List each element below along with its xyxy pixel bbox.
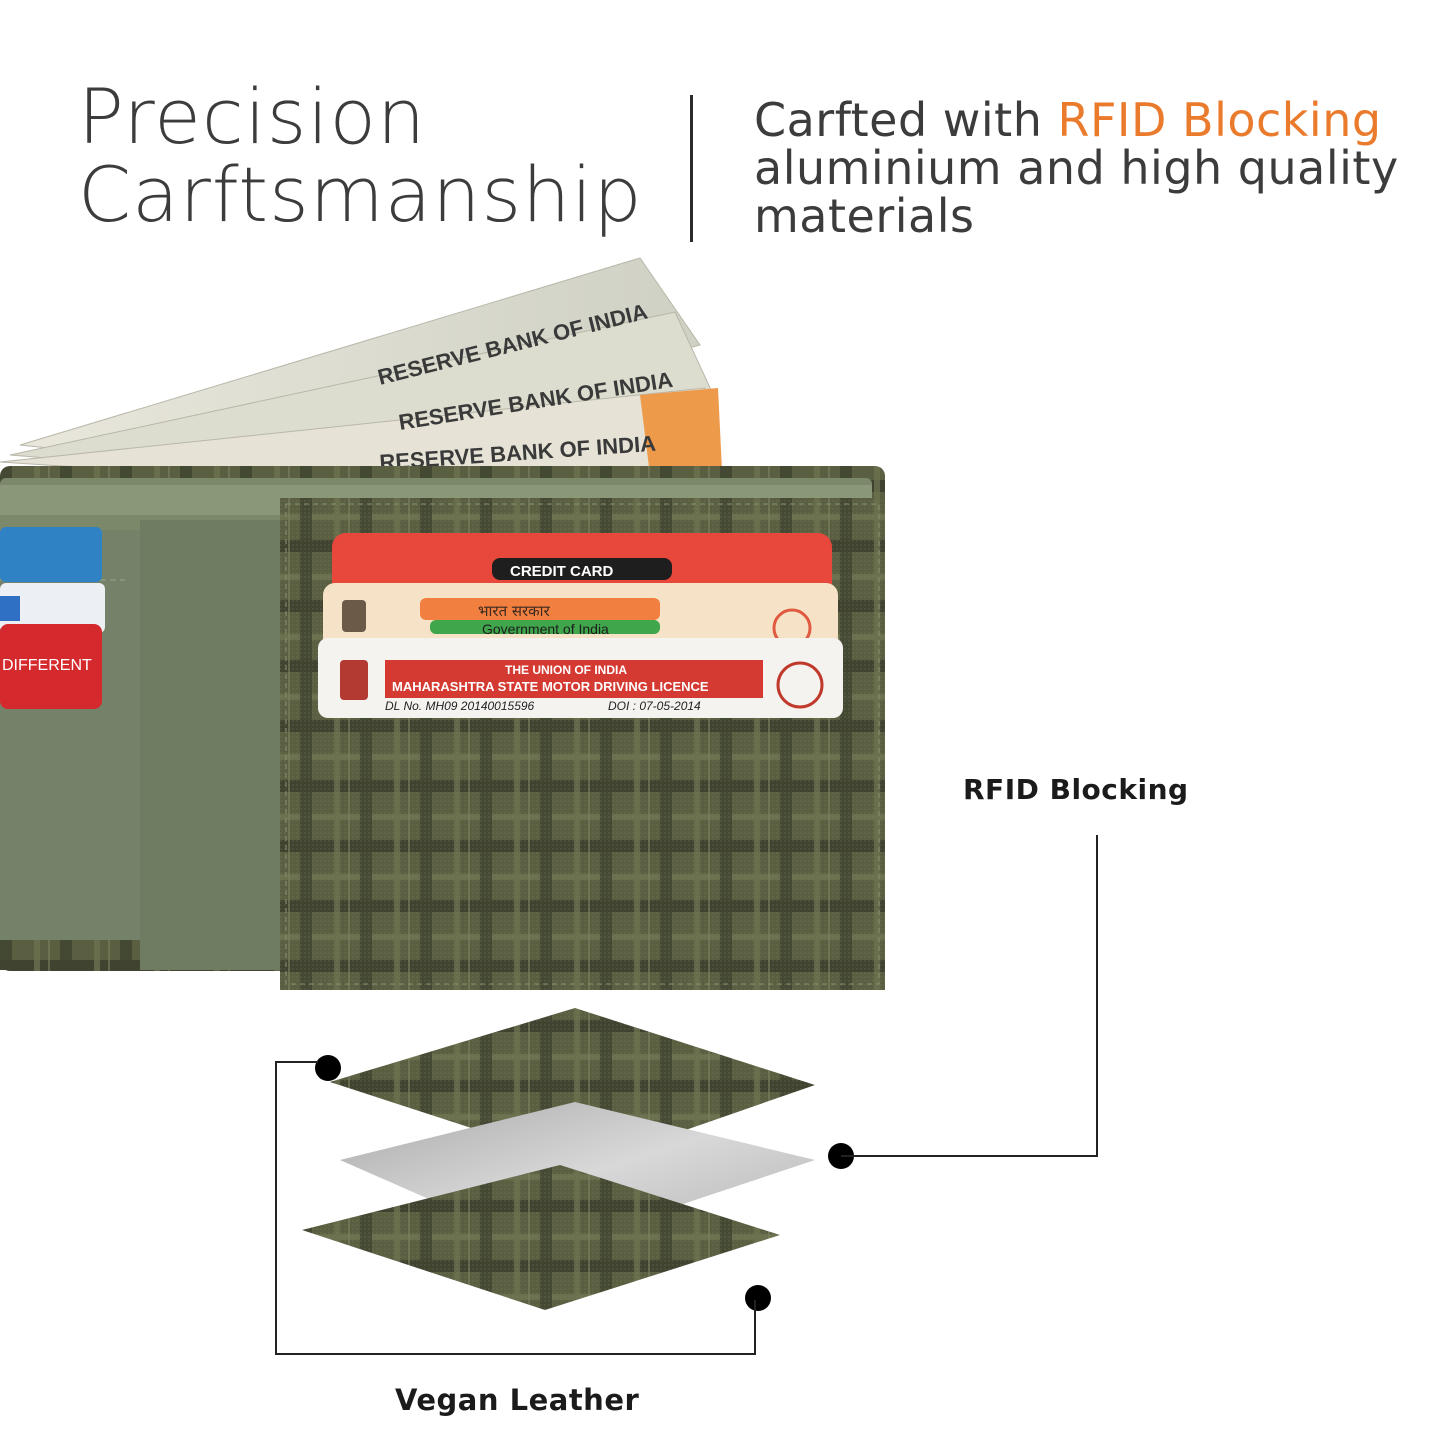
licence-emblem-icon [340,660,368,700]
aadhaar-hindi-text: भारत सरकार [478,602,551,620]
aadhaar-orange-band [420,598,660,620]
left-card-white-stripe [0,596,20,621]
tagline-accent: RFID Blocking [1057,93,1382,147]
card-pocket: CREDIT CARD भारत सरकार Government of Ind… [280,498,885,990]
banknotes: RESERVE BANK OF INDIA RESERVE BANK OF IN… [0,257,723,479]
licence-doi: DOI : 07-05-2014 [608,699,701,713]
licence-title: THE UNION OF INDIA [505,663,627,677]
left-card-red [0,624,102,709]
pocket-front-texture [300,718,860,983]
licence-seal-icon [776,661,824,709]
layer-outer-texture [330,1008,815,1165]
wallet-fold [140,520,280,970]
licence-banner [385,660,763,698]
headline: Precision Carftsmanship [78,78,643,234]
tagline-part-2: aluminium and high quality materials [754,141,1399,243]
credit-card-text: CREDIT CARD [510,563,613,580]
credit-card-band [492,558,672,580]
material-layers [302,1008,815,1310]
callouts [275,835,1098,1355]
tagline: Carfted with RFID Blocking aluminium and… [754,96,1434,240]
left-pocket-edge [0,940,145,970]
layer-inner-texture [302,1165,780,1310]
banknote-orange-motif [640,388,722,475]
vegan-callout-line [275,1061,756,1355]
aadhaar-emblem-icon [342,600,366,632]
left-card-white [0,583,105,633]
card-pocket-stitch [285,503,880,985]
aadhaar-english-text: Government of India [482,621,609,637]
tagline-part-1: Carfted with [754,93,1058,147]
headline-line-1: Precision [78,72,427,161]
callout-dot-inner-leather [745,1285,771,1311]
headline-line-2: Carftsmanship [78,150,643,239]
header-divider [690,95,693,242]
callout-dot-outer-leather [315,1055,341,1081]
licence-subtitle: MAHARASHTRA STATE MOTOR DRIVING LICENCE [392,679,709,694]
rfid-blocking-label: RFID Blocking [963,773,1189,806]
aadhaar-green-band [430,620,660,634]
rfid-callout-line [841,835,1098,1157]
licence-dl-number: DL No. MH09 20140015596 [385,699,535,713]
left-card-red-text: DIFFERENT [2,657,92,674]
left-card-blue [0,527,102,582]
vegan-leather-label: Vegan Leather [395,1383,640,1417]
